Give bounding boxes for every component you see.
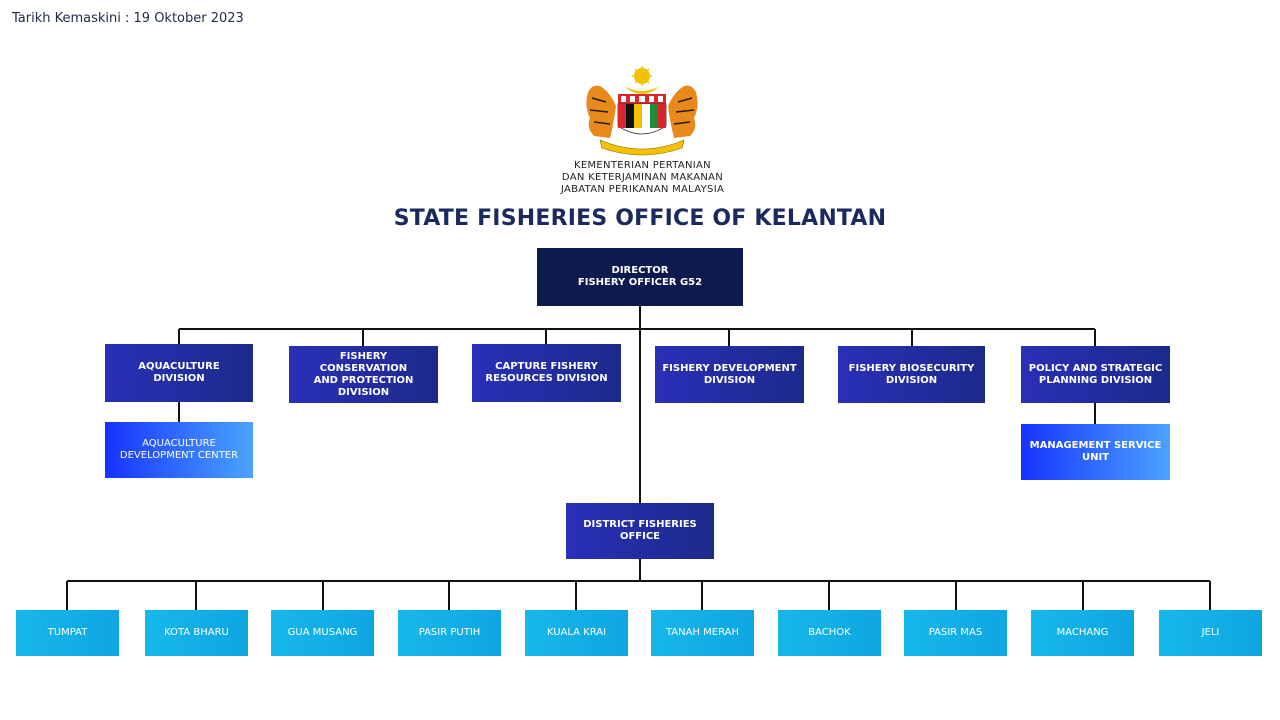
division-aquaculture: AQUACULTURE DIVISION [105, 344, 253, 402]
district-bachok: BACHOK [778, 610, 881, 656]
district-fisheries-office: DISTRICT FISHERIES OFFICE [566, 503, 714, 559]
ministry-name: KEMENTERIAN PERTANIAN DAN KETERJAMINAN M… [520, 160, 765, 196]
aquaculture-development-center: AQUACULTURE DEVELOPMENT CENTER [105, 422, 253, 478]
ministry-line-1: KEMENTERIAN PERTANIAN [574, 160, 711, 171]
district-machang: MACHANG [1031, 610, 1134, 656]
director-box: DIRECTOR FISHERY OFFICER G52 [537, 248, 743, 306]
division-fishery-conservation: FISHERY CONSERVATION AND PROTECTION DIVI… [289, 346, 438, 403]
district-kuala-krai: KUALA KRAI [525, 610, 628, 656]
district-tumpat: TUMPAT [16, 610, 119, 656]
ministry-line-3: JABATAN PERIKANAN MALAYSIA [560, 184, 725, 195]
management-service-unit: MANAGEMENT SERVICE UNIT [1021, 424, 1170, 480]
update-date: Tarikh Kemaskini : 19 Oktober 2023 [12, 11, 244, 26]
district-kota-bharu: KOTA BHARU [145, 610, 248, 656]
district-pasir-putih: PASIR PUTIH [398, 610, 501, 656]
page-title: STATE FISHERIES OFFICE OF KELANTAN [393, 206, 887, 231]
division-fishery-biosecurity: FISHERY BIOSECURITY DIVISION [838, 346, 985, 403]
district-jeli: JELI [1159, 610, 1262, 656]
ministry-line-2: DAN KETERJAMINAN MAKANAN [561, 172, 724, 183]
division-capture-fishery: CAPTURE FISHERY RESOURCES DIVISION [472, 344, 621, 402]
coat-of-arms-logo [586, 66, 698, 156]
district-tanah-merah: TANAH MERAH [651, 610, 754, 656]
division-policy-strategic: POLICY AND STRATEGIC PLANNING DIVISION [1021, 346, 1170, 403]
district-gua-musang: GUA MUSANG [271, 610, 374, 656]
division-fishery-development: FISHERY DEVELOPMENT DIVISION [655, 346, 804, 403]
district-pasir-mas: PASIR MAS [904, 610, 1007, 656]
